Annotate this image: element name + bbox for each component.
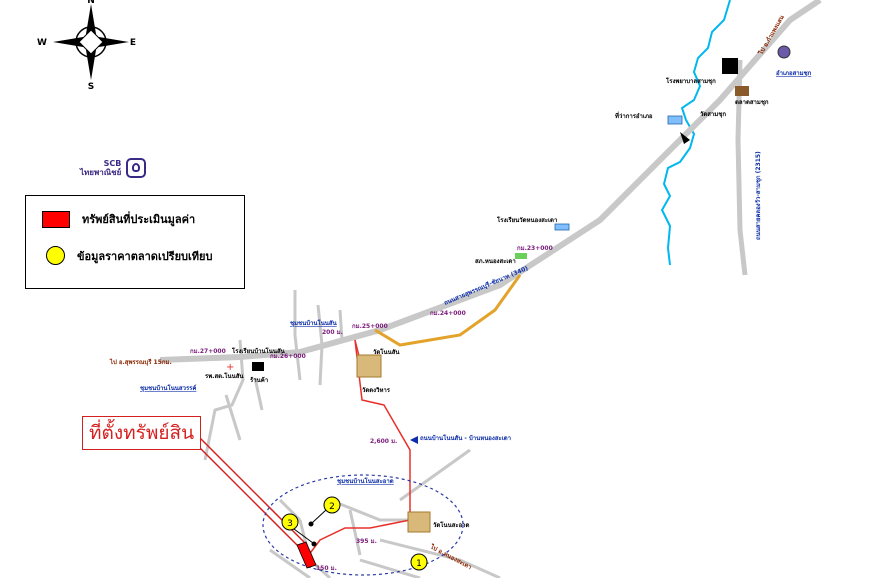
label-hospital: รพ.สต.โนนสัน <box>205 372 244 380</box>
bus-icon <box>554 223 570 231</box>
label-dist-2600: 2,600 ม. <box>370 438 397 445</box>
label-amphoe-office: อำเภอสามชุก <box>776 69 812 77</box>
car-icon <box>515 253 527 259</box>
label-district: ที่ว่าการอำเภอ <box>615 111 653 120</box>
compass-east: E <box>130 38 136 48</box>
study-area-ellipse <box>262 474 464 576</box>
compass-north: N <box>87 0 95 6</box>
label-dist-200: 200 ม. <box>322 329 343 336</box>
svg-text:1: 1 <box>416 559 422 569</box>
label-km-26: กม.26+000 <box>270 353 306 360</box>
bank-name-en: SCB <box>103 159 122 168</box>
compass-south: S <box>88 82 94 92</box>
legend-label-property: ทรัพย์สินที่ประเมินมูลค่า <box>82 213 196 226</box>
legend-box: ทรัพย์สินที่ประเมินมูลค่า ข้อมูลราคาตลาด… <box>25 195 245 289</box>
label-to-nongsadao: ไป อ.หนองสะเดา <box>428 542 473 571</box>
temple-icon <box>356 354 382 378</box>
plane-icon <box>680 132 690 144</box>
road-2315 <box>735 59 748 276</box>
bank-name-th: ไทยพาณิชย์ <box>80 168 122 177</box>
scb-logo-icon <box>126 158 147 178</box>
label-community-main: ชุมชนบ้านโนนสัน <box>290 319 338 327</box>
label-dist-395: 395 ม. <box>356 538 377 545</box>
label-km-24: กม.24+000 <box>430 310 466 317</box>
school-icon <box>252 362 264 371</box>
label-shop: ร้านค้า <box>250 376 268 384</box>
label-temple-office: วัดโนนสัน <box>373 348 400 356</box>
comparable-3: 3 <box>281 513 317 547</box>
label-road-2315: ถนนสายคลองวัว-สามชุก (2315) <box>754 151 762 240</box>
label-market: ตลาดสามชุก <box>735 99 769 106</box>
bank-name: SCB ไทยพาณิชย์ <box>80 159 121 177</box>
property-location-label: ที่ตั้งทรัพย์สิน <box>82 416 202 450</box>
comparable-2: 2 <box>308 496 341 527</box>
label-village-temple: วัดดงวิหาร <box>362 386 391 394</box>
svg-text:2: 2 <box>329 502 335 512</box>
label-wat-top: วัดสามชุก <box>700 110 726 118</box>
label-school-top: โรงพยาบาลสามชุก <box>665 77 716 85</box>
gear-icon <box>777 45 791 59</box>
label-community-south: ชุมชนบ้านโนนสะอาด <box>337 477 394 485</box>
label-highway: ถนนสายสุพรรณบุรี-ชัยนาท (340) <box>443 264 530 307</box>
label-dist-150: 150 ม. <box>316 565 337 572</box>
label-km-25: กม.25+000 <box>352 323 388 330</box>
yellow-circle-icon <box>46 246 65 265</box>
red-rectangle-icon <box>42 210 70 228</box>
compass-west: W <box>37 38 47 48</box>
vehicle-icon <box>667 115 683 125</box>
shop-icon <box>735 86 749 96</box>
label-road-name: ถนนบ้านโนนสัน - บ้านหนองสะเดา <box>420 434 511 442</box>
highway-orange <box>374 274 522 347</box>
main-road <box>159 0 822 363</box>
label-temple-south: วัดโนนสะอาด <box>433 521 470 529</box>
label-school-local: โรงเรียนบ้านโนนสัน <box>231 347 286 355</box>
label-km-27: กม.27+000 <box>190 348 226 355</box>
legend-item-comparable: ข้อมูลราคาตลาดเปรียบเทียบ <box>42 246 212 265</box>
legend-label-comparable: ข้อมูลราคาตลาดเปรียบเทียบ <box>77 249 213 263</box>
road-arrow-icon <box>410 436 418 444</box>
label-to-suphan: ไป อ.สุพรรณบุรี 15กม. <box>109 358 172 366</box>
minor-roads <box>203 290 501 578</box>
building-icon <box>722 58 738 74</box>
temple-icon-south <box>407 511 431 533</box>
property-marker <box>296 541 317 569</box>
leader-line <box>191 439 301 549</box>
label-police: สภ.หนองสะเดา <box>475 258 516 265</box>
label-km-23: กม.23+000 <box>517 245 553 252</box>
hospital-icon: + <box>226 362 234 373</box>
comparable-1: 1 <box>410 553 428 571</box>
bank-branch: SCB ไทยพาณิชย์ <box>80 158 147 178</box>
compass-rose-icon <box>53 4 129 80</box>
label-community-west: ชุมชนบ้านโนนสวรรค์ <box>140 384 196 392</box>
svg-text:3: 3 <box>287 519 293 529</box>
river <box>660 0 731 266</box>
legend-item-property: ทรัพย์สินที่ประเมินมูลค่า <box>42 210 195 228</box>
label-school-mid: โรงเรียนวัดหนองสะเดา <box>496 216 557 224</box>
